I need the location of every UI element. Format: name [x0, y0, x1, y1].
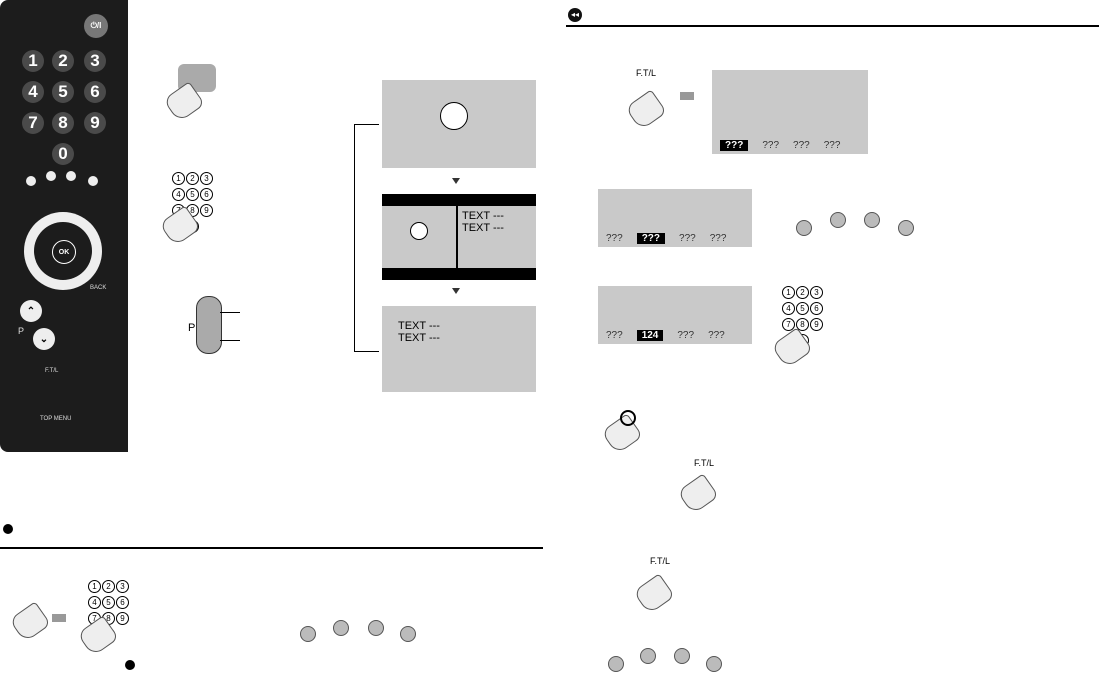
color-button-icon — [898, 220, 914, 236]
tab-row: ??? ??? ??? ??? — [720, 140, 840, 151]
tab: ??? — [709, 233, 727, 244]
tv-screen-teletext: TEXT --- TEXT --- — [382, 306, 536, 392]
remote-color-button[interactable] — [66, 171, 76, 181]
remote-back-label: BACK — [90, 285, 107, 291]
index-icon — [3, 514, 13, 544]
tab: ??? — [708, 330, 725, 341]
remote-key-4[interactable]: 4 — [22, 81, 44, 103]
ftl-label: F.T/L — [650, 556, 671, 566]
remote-p-down-button[interactable]: ⌄ — [33, 328, 55, 350]
down-arrow-icon — [452, 178, 460, 184]
color-button-icon — [706, 656, 722, 672]
right-arrow-icon — [52, 614, 66, 622]
color-button-icon — [300, 626, 316, 642]
remote-key-3[interactable]: 3 — [84, 50, 106, 72]
tab-row: ??? 124 ??? ??? — [606, 330, 725, 341]
remote-key-9[interactable]: 9 — [84, 112, 106, 134]
hand-pointer-icon — [624, 89, 668, 131]
top-rule — [566, 25, 1099, 27]
tab-selected: ??? — [720, 140, 749, 151]
color-button-icon — [674, 648, 690, 664]
bottom-left-rule — [0, 547, 543, 549]
color-button-icon — [400, 626, 416, 642]
color-button-icon — [830, 212, 846, 228]
loop-line — [354, 124, 379, 352]
tab: ??? — [606, 330, 623, 341]
tab-row: ??? ??? ??? ??? — [606, 233, 726, 244]
header-icon: ◂◂ — [568, 8, 582, 22]
remote-key-5[interactable]: 5 — [52, 81, 74, 103]
index-icon — [125, 660, 135, 670]
remote-ok-button[interactable]: OK — [52, 240, 76, 264]
remote-p-label: P — [18, 326, 25, 336]
tab: ??? — [679, 233, 696, 244]
down-arrow-icon — [452, 288, 460, 294]
tv-screen-tabs: ??? 124 ??? ??? — [598, 286, 752, 344]
connector-line — [220, 340, 240, 341]
remote-key-2[interactable]: 2 — [52, 50, 74, 72]
picture-circle-icon — [410, 222, 428, 240]
teletext-line: TEXT --- — [462, 210, 504, 222]
record-button-icon — [620, 410, 636, 426]
tv-screen-picture — [382, 80, 536, 168]
ftl-label: F.T/L — [694, 458, 715, 468]
picture-circle-icon — [440, 102, 468, 130]
ftl-label: F.T/L — [636, 68, 657, 78]
teletext-line: TEXT --- — [398, 332, 440, 344]
hand-pointer-icon — [676, 473, 720, 515]
tab: ??? — [606, 233, 623, 244]
color-button-icon — [368, 620, 384, 636]
teletext-line: TEXT --- — [398, 320, 440, 332]
remote-color-button[interactable] — [26, 176, 36, 186]
color-button-icon — [608, 656, 624, 672]
remote-top-menu-label: TOP MENU — [40, 416, 72, 422]
remote-p-up-button[interactable]: ⌃ — [20, 300, 42, 322]
remote-color-button[interactable] — [88, 176, 98, 186]
color-button-icon — [640, 648, 656, 664]
tab-selected: ??? — [636, 233, 666, 244]
color-button-icon — [333, 620, 349, 636]
remote-key-7[interactable]: 7 — [22, 112, 44, 134]
p-rocker-icon — [196, 296, 222, 354]
p-label: P — [188, 322, 196, 334]
remote-key-0[interactable]: 0 — [52, 143, 74, 165]
connector-line — [220, 312, 240, 313]
remote-key-1[interactable]: 1 — [22, 50, 44, 72]
remote-color-button[interactable] — [46, 171, 56, 181]
tab: ??? — [762, 140, 780, 151]
remote-key-6[interactable]: 6 — [84, 81, 106, 103]
tab-selected: 124 — [636, 330, 664, 341]
remote-control: ⏻/I 1 2 3 4 5 6 7 8 9 0 OK BACK ⌃ P ⌄ F.… — [0, 0, 128, 452]
remote-ftl-label: F.T/L — [45, 368, 59, 374]
tv-screen-tabs: ??? ??? ??? ??? — [712, 70, 868, 154]
tab: ??? — [793, 140, 810, 151]
tv-screen-tabs: ??? ??? ??? ??? — [598, 189, 752, 247]
hand-pointer-icon — [8, 601, 52, 643]
teletext-line: TEXT --- — [462, 222, 504, 234]
right-arrow-icon — [680, 92, 694, 100]
color-button-icon — [796, 220, 812, 236]
tab: ??? — [677, 330, 695, 341]
tv-screen-mixed: TEXT --- TEXT --- — [382, 194, 536, 280]
remote-key-8[interactable]: 8 — [52, 112, 74, 134]
remote-power-button[interactable]: ⏻/I — [84, 14, 108, 38]
hand-pointer-icon — [632, 573, 676, 615]
color-button-icon — [864, 212, 880, 228]
tab: ??? — [823, 140, 841, 151]
